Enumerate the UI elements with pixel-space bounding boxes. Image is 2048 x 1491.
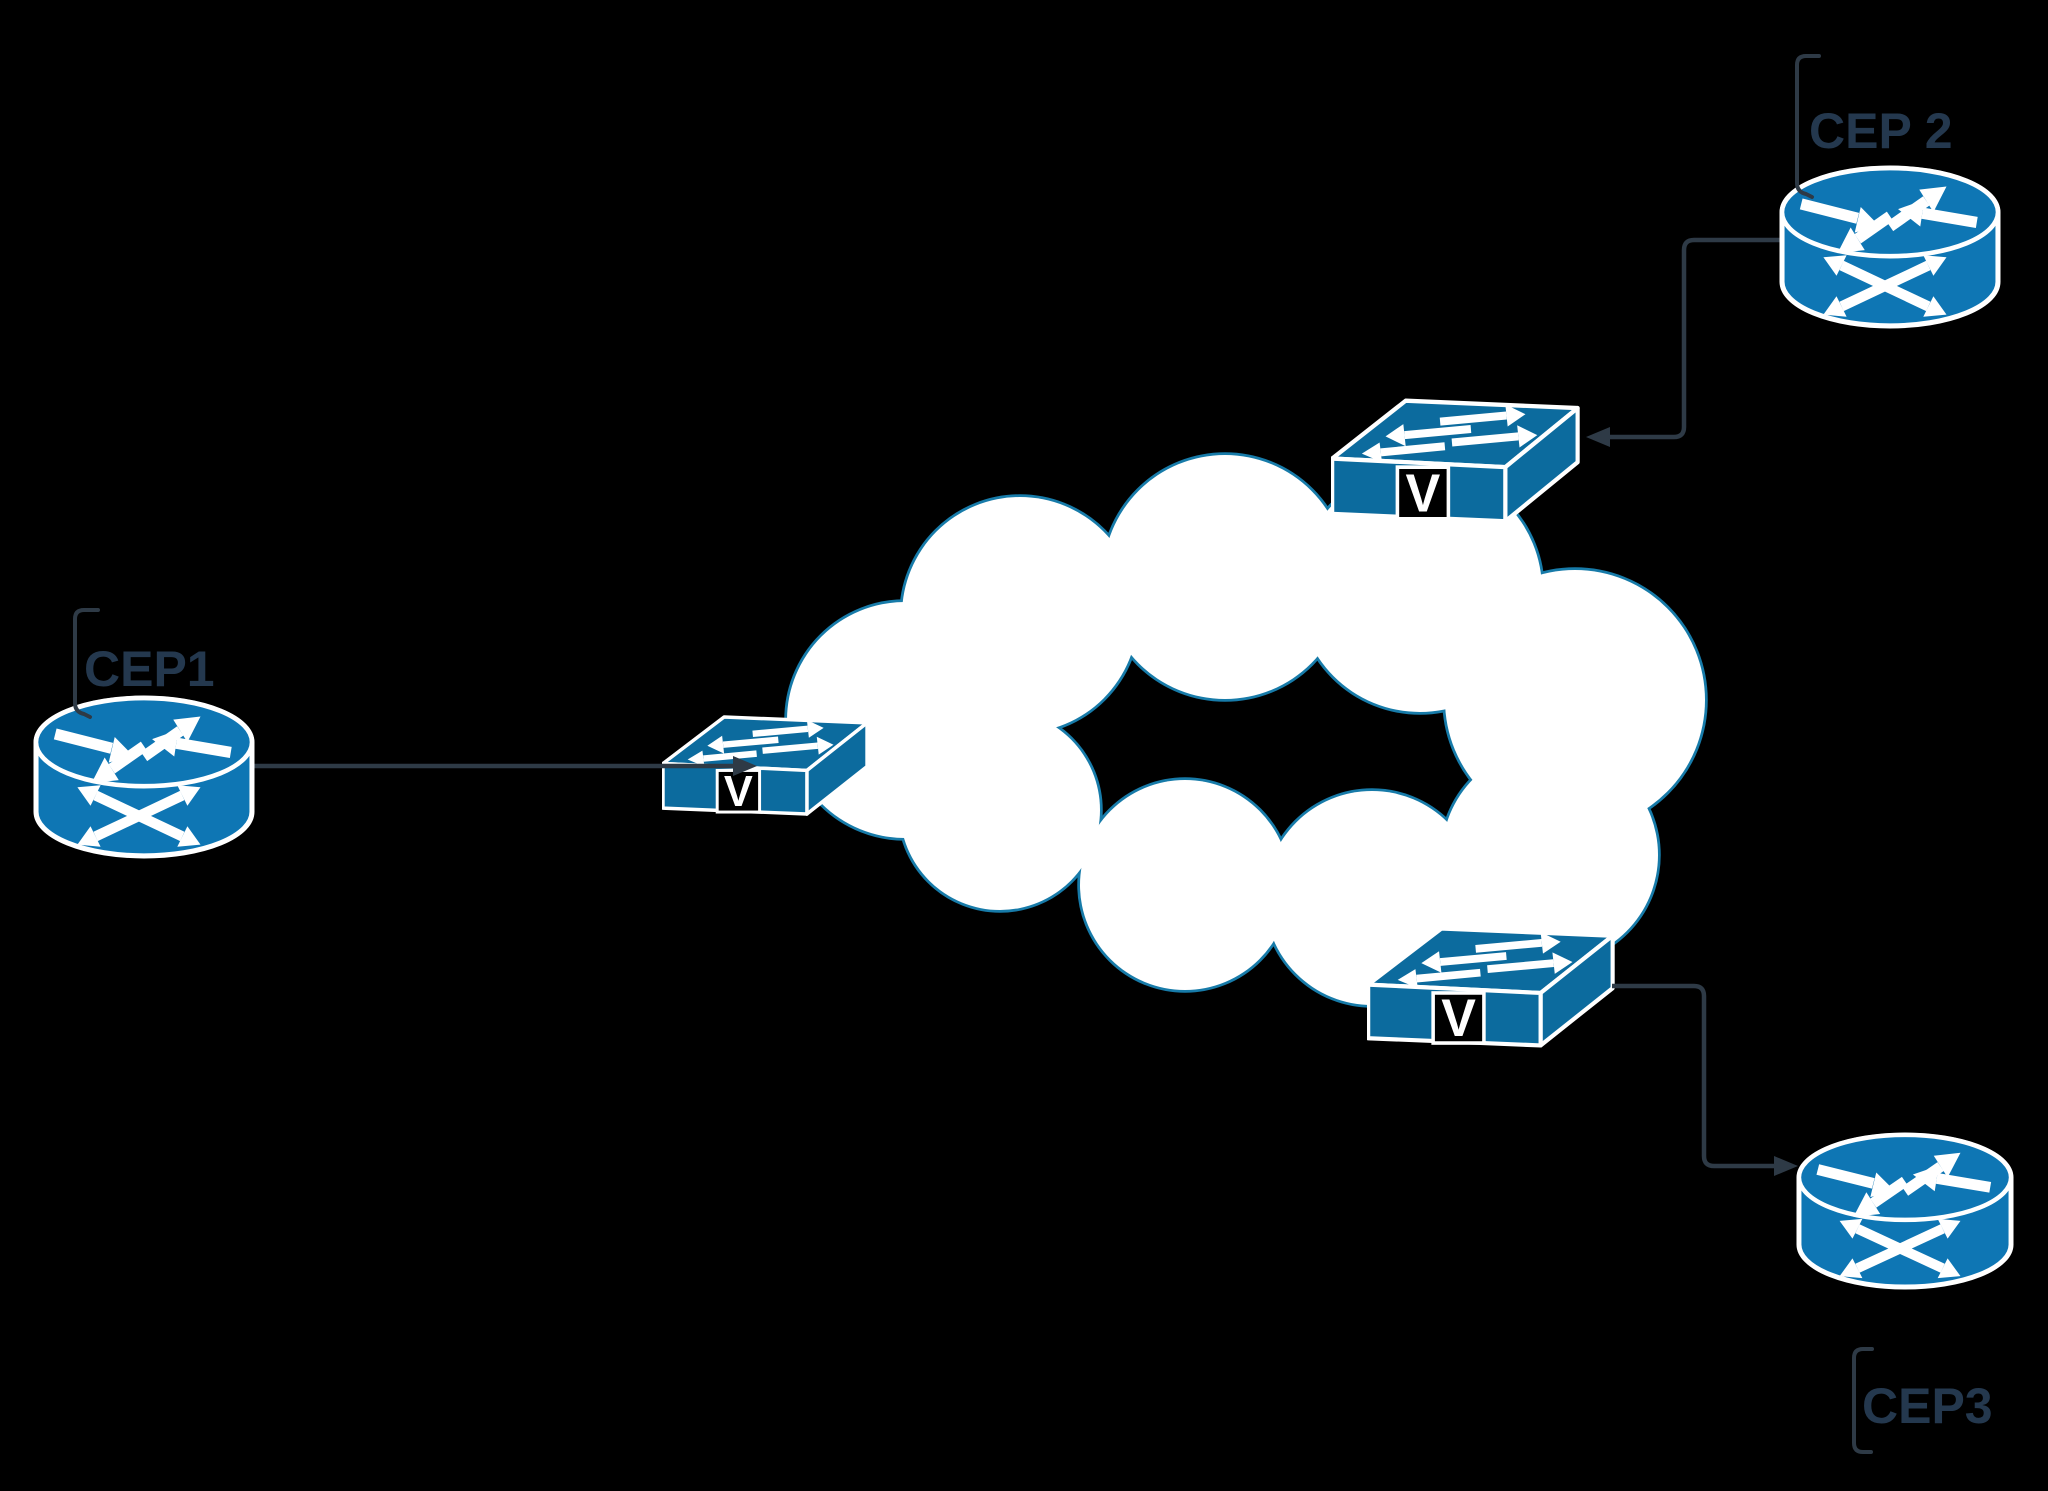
link-switch-bottom-right-to-cep3 xyxy=(1612,983,1798,1176)
router-cross-arrows-icon xyxy=(1839,1218,1961,1279)
cep1-router-icon xyxy=(33,695,255,859)
arrowhead-icon xyxy=(733,756,757,776)
router-cross-arrows-icon xyxy=(1823,255,1947,317)
router-body xyxy=(1779,165,2001,329)
cep2-label: CEP 2 xyxy=(1809,103,1953,159)
router-body xyxy=(1796,1132,2014,1290)
v-badge-letter: V xyxy=(1441,990,1476,1048)
switch-arrows-icon xyxy=(1361,404,1538,463)
v-badge xyxy=(1395,465,1451,521)
router-top-arrows-icon xyxy=(53,716,232,784)
vlan-switch-top-right-icon: V xyxy=(1331,397,1580,525)
router-top-face xyxy=(1796,1132,2014,1223)
arrowhead-icon xyxy=(1774,1156,1798,1176)
v-badge-letter: V xyxy=(1405,464,1440,524)
switch-top-face xyxy=(662,715,869,773)
link-cep1-to-switch-left xyxy=(253,756,757,776)
switch-right-face xyxy=(1503,405,1580,524)
cep3-router-icon xyxy=(1796,1132,2014,1290)
arrowhead-icon xyxy=(1586,427,1610,447)
switch-front-face xyxy=(662,761,809,816)
switch-right-face xyxy=(805,721,869,816)
cep1-label: CEP1 xyxy=(84,641,215,697)
switch-arrows-icon xyxy=(687,719,834,767)
router-top-face xyxy=(33,695,255,789)
v-badge xyxy=(1431,991,1486,1045)
link-cep2-to-switch-top-right xyxy=(1586,237,1782,447)
v-badge xyxy=(715,768,762,814)
switch-front-face xyxy=(1367,982,1543,1048)
cloud-outline xyxy=(784,452,1708,1008)
vlan-switch-bottom-right-icon: V xyxy=(1367,925,1615,1049)
router-top-face xyxy=(1779,165,2001,259)
vlan-switch-left-icon: V xyxy=(662,714,869,817)
router-top-arrows-icon xyxy=(1799,186,1978,254)
cep3-label: CEP3 xyxy=(1862,1378,1993,1434)
switch-top-face xyxy=(1367,926,1615,996)
switch-top-face xyxy=(1331,398,1580,470)
cep2-router-icon xyxy=(1779,165,2001,329)
switch-right-face xyxy=(1538,933,1615,1048)
router-cross-arrows-icon xyxy=(77,785,201,847)
switch-front-face xyxy=(1331,456,1508,524)
cloud-body xyxy=(787,455,1705,1005)
switch-arrows-icon xyxy=(1397,932,1573,989)
router-top-arrows-icon xyxy=(1816,1152,1992,1217)
router-body xyxy=(33,695,255,859)
v-badge-letter: V xyxy=(724,768,753,816)
